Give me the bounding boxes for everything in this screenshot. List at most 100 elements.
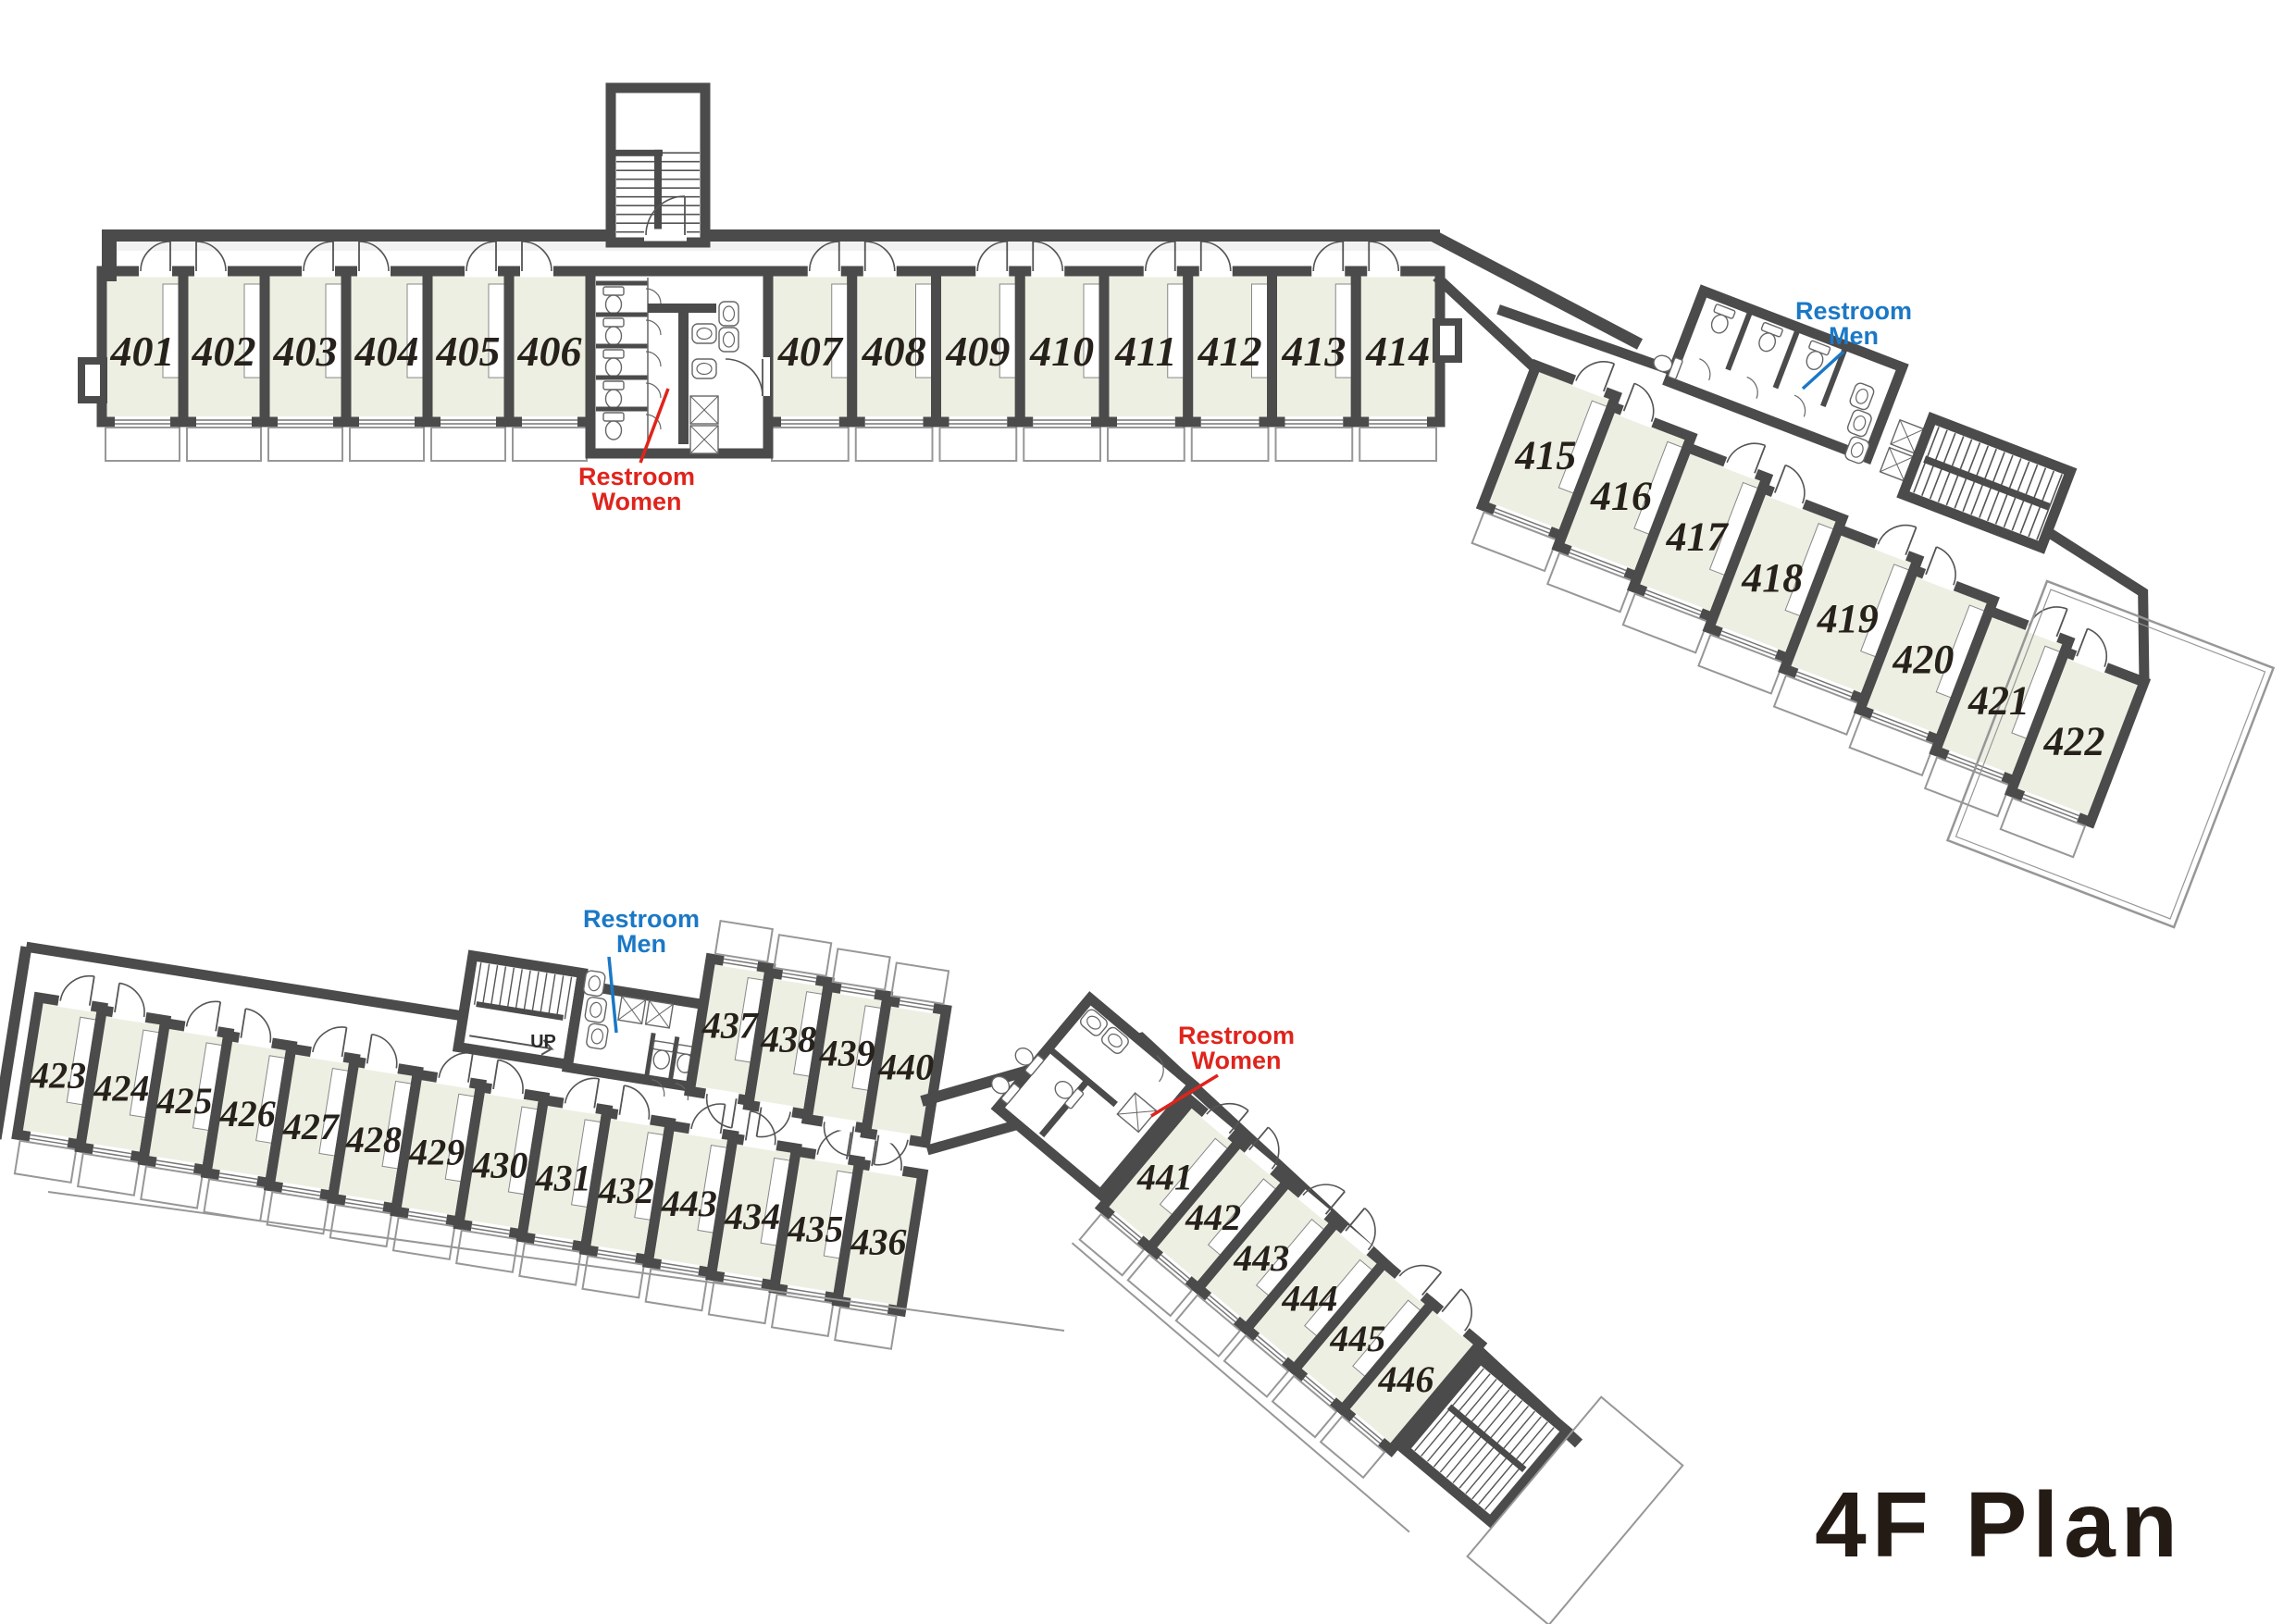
sink-icon [691,323,717,344]
room-number-424: 424 [93,1067,149,1109]
room-number-410: 410 [1029,328,1094,375]
room-number-415: 415 [1514,432,1576,477]
door [1244,1126,1280,1175]
room-number-409: 409 [945,328,1010,375]
toilet-icon [602,286,625,315]
door [1394,1264,1442,1301]
door [1031,241,1065,278]
room-404 [341,241,433,462]
shower-icon [689,395,719,425]
toilet-icon [990,1075,1021,1105]
room-number-427: 427 [282,1106,341,1147]
room-number-430: 430 [471,1144,527,1185]
toilet-icon [602,317,625,346]
door [873,1128,911,1166]
label-restroom-men-bottom-line2: Men [616,930,666,958]
door [644,195,687,242]
wing-bottom-mid [684,919,952,1166]
room-number-431: 431 [535,1157,591,1198]
door [1722,442,1767,480]
door [755,1100,794,1138]
door [436,1051,474,1089]
room-443 [641,1103,739,1312]
label-stairs-up: UP [530,1032,556,1052]
door [616,1085,652,1126]
leader-line-restroom-men-bottom [607,956,618,1034]
room-424 [74,982,172,1196]
room-number-425: 425 [156,1080,213,1122]
room-425 [137,1000,235,1209]
room-number-422: 422 [2043,718,2105,763]
toilet-icon [1653,354,1683,380]
wing-top-b [763,241,1446,462]
door [975,241,1010,278]
room-405 [422,241,515,462]
restroom-women-bottom [990,991,1200,1202]
room-401 [96,241,189,462]
room-426 [200,1008,298,1222]
door [465,241,498,278]
room-436 [831,1135,929,1350]
bend-lower-wall [1433,272,1545,378]
stall-door-arc [1746,376,1758,399]
stall-door-arc [1156,1055,1164,1083]
door [139,241,172,278]
door [183,1000,222,1038]
sink-icon [1846,409,1872,438]
room-number-435: 435 [787,1209,843,1250]
right-notch [1433,318,1462,363]
toilet-icon [1806,340,1831,371]
terrace-outline [1945,579,2276,929]
wing-top-right [1471,284,2152,859]
shower-icon [644,999,675,1029]
room-number-407: 407 [777,328,844,375]
room-number-421: 421 [1967,677,2029,723]
sink-icon [1849,382,1875,411]
annotation-layer: Restroom Women Restroom Men Restroom Men… [530,297,2183,1577]
sink-icon [583,970,606,998]
door [1770,464,1806,510]
room-number-401: 401 [110,328,175,375]
stall-door-arc [1699,358,1711,381]
room-422 [1999,627,2152,859]
room-number-437: 437 [701,1004,760,1046]
shower-icon [1116,1092,1158,1134]
label-restroom-women-top-line2: Women [591,488,681,515]
label-restroom-men-top-line1: Restroom [1795,297,1912,325]
room-number-423: 423 [30,1055,86,1097]
room-number-438: 438 [760,1018,816,1060]
toilet-icon [1758,321,1783,353]
door [1201,1102,1249,1139]
door [194,241,228,278]
room-number-426: 426 [219,1093,276,1134]
shower-icon [689,425,719,454]
door [1571,361,1616,398]
room-number-411: 411 [1114,328,1176,375]
room-number-416: 416 [1590,473,1652,518]
room-number-408: 408 [862,328,926,375]
stairs-up-block [452,949,589,1071]
room-number-441: 441 [1136,1156,1193,1197]
room-403 [259,241,352,462]
bend-upper-wall [1430,230,1644,350]
wing-bottom-right [990,991,1684,1624]
toilet-icon [602,380,625,409]
room-416 [1545,382,1698,614]
leader-line-restroom-women-bottom [1150,1073,1219,1118]
room-411 [1098,241,1194,462]
door [1436,1288,1472,1337]
door [1921,546,1958,592]
label-restroom-women-bottom-line1: Restroom [1178,1022,1295,1049]
stall-door-arc [652,1079,665,1097]
door [1340,1208,1376,1256]
page-title: 4F Plan [1815,1473,2183,1577]
wing-bottom-left [0,941,929,1350]
room-number-403: 403 [273,328,338,375]
door [1143,241,1177,278]
stairs [605,82,711,248]
room-432 [578,1085,676,1299]
room-number-443: 443 [661,1183,717,1224]
room-440 [860,961,952,1166]
door [1874,524,1917,562]
